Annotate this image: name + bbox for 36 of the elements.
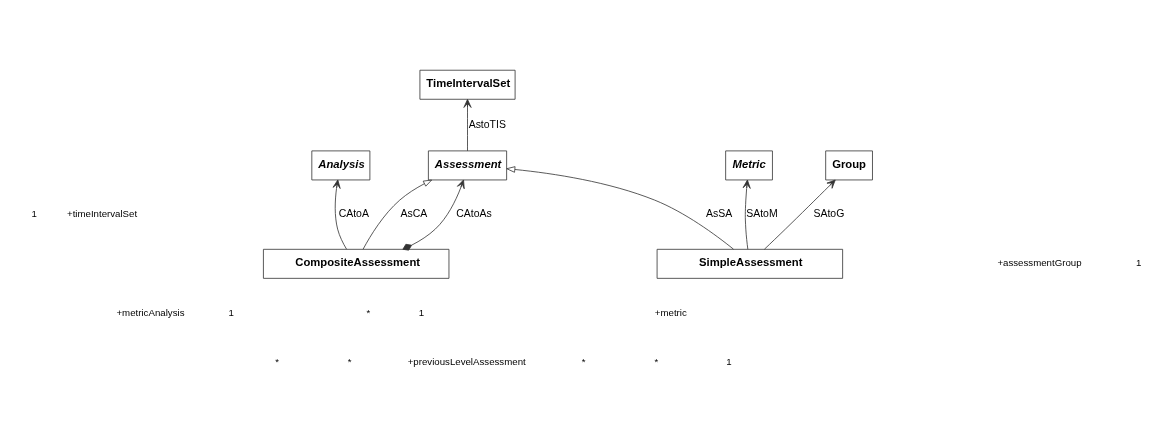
node-box: Analysis bbox=[311, 150, 371, 180]
edge-label: AsCA bbox=[400, 207, 428, 219]
label: 1 bbox=[418, 306, 425, 318]
edge-label: SAtoM bbox=[746, 207, 778, 219]
label: * bbox=[654, 355, 659, 367]
label: 1 bbox=[1135, 256, 1142, 268]
edge-label: AstoTIS bbox=[468, 118, 506, 130]
label: * bbox=[366, 306, 371, 318]
node-box: CompositeAssessment bbox=[263, 248, 450, 279]
arrow bbox=[402, 179, 465, 251]
arrow bbox=[506, 165, 734, 250]
label: * bbox=[581, 355, 586, 367]
arrow bbox=[332, 179, 347, 250]
edge-label: CAtoAs bbox=[456, 207, 492, 219]
label: * bbox=[347, 355, 352, 367]
node-box: SimpleAssessment bbox=[656, 248, 844, 279]
label: 1 bbox=[726, 355, 732, 367]
arrow bbox=[742, 179, 751, 250]
label: 1 bbox=[228, 306, 234, 318]
arrow bbox=[362, 179, 433, 250]
arrow bbox=[463, 98, 472, 151]
edge-label: AsSA bbox=[706, 207, 733, 219]
arrow bbox=[764, 179, 836, 250]
label: +metric bbox=[654, 306, 687, 318]
label: 1 bbox=[31, 207, 38, 219]
node-box: TimeIntervalSet bbox=[419, 69, 516, 100]
node-box: Metric bbox=[725, 150, 773, 180]
edge-label: SAtoG bbox=[813, 207, 845, 219]
label: +metricAnalysis bbox=[116, 306, 185, 318]
label: +previousLevelAssessment bbox=[407, 355, 526, 367]
node-box: Group bbox=[825, 150, 873, 180]
label: +assessmentGroup bbox=[997, 256, 1082, 268]
edge-label: CAtoA bbox=[338, 207, 369, 219]
node-box: Assessment bbox=[428, 150, 508, 180]
label: +timeIntervalSet bbox=[67, 207, 138, 219]
label: * bbox=[275, 355, 280, 367]
